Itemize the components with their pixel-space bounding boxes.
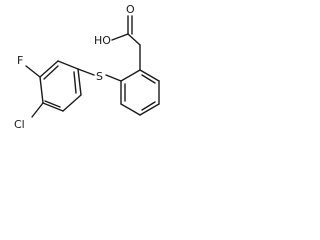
bond-fluorine [25,65,41,78]
phenyl-ring [120,69,160,116]
bond [42,102,64,112]
double-bond-inner [141,74,156,84]
bond [139,103,160,116]
bond-ring-sulfur [77,68,95,76]
hydroxyl-label: HO [94,34,111,47]
chlorine-label: Cl [14,118,25,131]
bond [77,68,82,96]
double-bond-inner [44,100,61,108]
double-bond-inner [73,71,77,94]
bond [57,60,79,70]
bond [120,103,141,116]
bond [39,76,44,104]
carbonyl-oxygen-label: O [126,3,135,16]
chemical-structure: F Cl S HO O [14,3,160,131]
bond-sulfur-ring [105,74,122,82]
chlorofluorophenyl-ring [39,60,82,112]
bond-ch2-carboxyl [127,33,141,46]
bond [62,94,82,112]
double-bond-inner [43,65,59,80]
bond-hydroxyl [111,33,129,41]
double-bond-inner [141,101,156,111]
bond [39,60,59,78]
bond [139,69,160,82]
fluorine-label: F [17,54,23,67]
sulfur-label: S [96,70,103,83]
bond [120,69,141,82]
bond-chlorine [31,102,44,118]
